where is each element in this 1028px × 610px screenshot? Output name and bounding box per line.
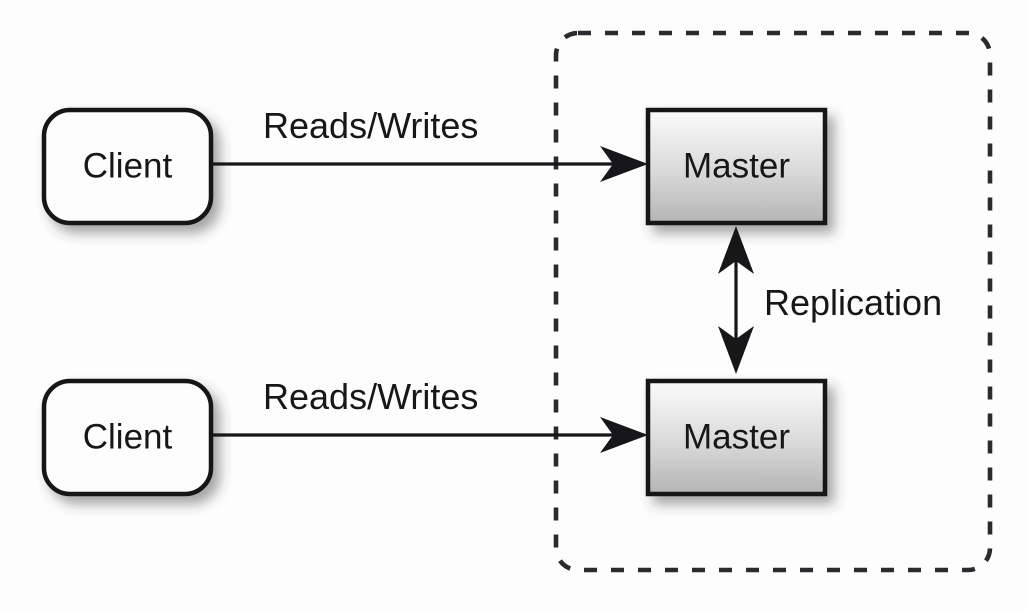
edge-bottom-arrowhead-icon bbox=[600, 417, 648, 453]
edge-replication: Replication bbox=[718, 226, 942, 374]
edge-bottom-readswrites: Reads/Writes bbox=[211, 376, 648, 453]
master-cluster-boundary bbox=[553, 30, 993, 573]
master-bottom-shape bbox=[645, 378, 828, 497]
edge-top-label: Reads/Writes bbox=[263, 105, 478, 146]
master-top-shape bbox=[645, 107, 828, 226]
client-bottom-shape bbox=[41, 378, 214, 497]
node-master-top[interactable]: Master bbox=[645, 107, 828, 226]
master-top-label: Master bbox=[683, 146, 790, 185]
edge-replication-label: Replication bbox=[764, 282, 942, 323]
edge-bottom-label: Reads/Writes bbox=[263, 376, 478, 417]
node-client-top[interactable]: Client bbox=[41, 107, 214, 226]
master-bottom-label: Master bbox=[683, 417, 790, 456]
edge-top-arrowhead-icon bbox=[600, 146, 648, 182]
edge-top-readswrites: Reads/Writes bbox=[211, 105, 648, 182]
edge-replication-arrowhead-down-icon bbox=[718, 326, 754, 374]
client-bottom-label: Client bbox=[83, 417, 173, 456]
edge-replication-arrowhead-up-icon bbox=[718, 226, 754, 274]
client-top-label: Client bbox=[83, 146, 173, 185]
node-client-bottom[interactable]: Client bbox=[41, 378, 214, 497]
node-master-bottom[interactable]: Master bbox=[645, 378, 828, 497]
client-top-shape bbox=[41, 107, 214, 226]
